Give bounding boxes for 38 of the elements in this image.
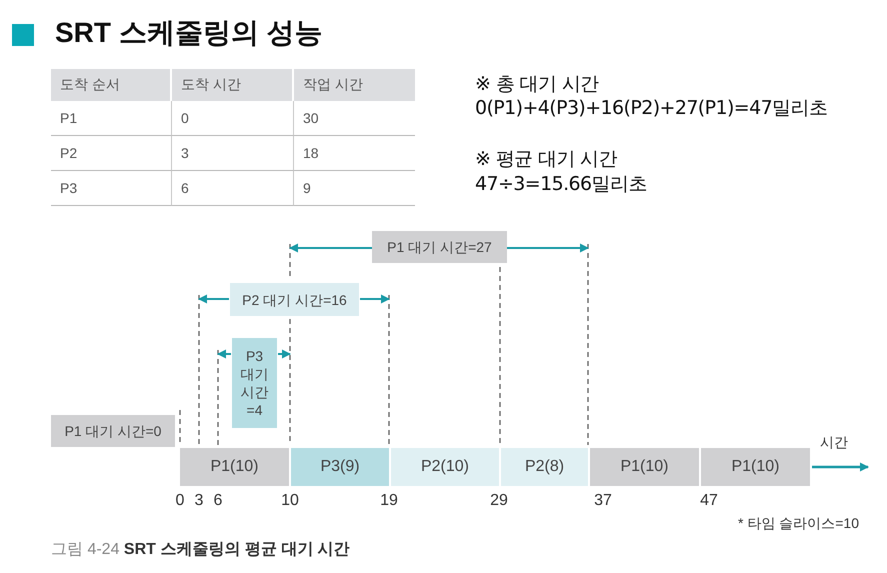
figure-caption: 그림 4-24 SRT 스케줄링의 평균 대기 시간: [51, 540, 350, 560]
tick-label: 6: [214, 491, 222, 511]
tick-label: 47: [700, 491, 718, 511]
wait-time-box: P2 대기 시간=16: [230, 283, 359, 316]
table-cell: 30: [294, 101, 415, 136]
note-heading: ※ 총 대기 시간: [475, 72, 599, 96]
process-bar: P2(10): [391, 448, 499, 486]
table-cell: 9: [294, 171, 415, 206]
table-cell: P2: [51, 136, 172, 171]
wait-time-box: P1 대기 시간=27: [372, 231, 507, 263]
table-cell: 3: [172, 136, 294, 171]
table-cell: 6: [172, 171, 294, 206]
table-header-cell: 도착 시간: [172, 69, 294, 101]
formula-text: 0(P1)+4(P3)+16(P2)+27(P1)=47밀리초: [475, 96, 828, 120]
tick-label: 19: [380, 491, 398, 511]
process-bar: P1(10): [590, 448, 699, 486]
table-cell: 18: [294, 136, 415, 171]
note-heading: ※ 평균 대기 시간: [475, 147, 618, 171]
title: SRT 스케줄링의 성능: [55, 16, 323, 50]
wait-time-box: P1 대기 시간=0: [51, 415, 175, 447]
wait-time-box: P3 대기 시간 =4: [232, 338, 277, 428]
table-cell: P1: [51, 101, 172, 136]
table-header-cell: 도착 순서: [51, 69, 172, 101]
footnote: * 타임 슬라이스=10: [738, 514, 859, 532]
process-bar: P2(8): [501, 448, 588, 486]
table-cell: 0: [172, 101, 294, 136]
process-bar: P1(10): [701, 448, 810, 486]
axis-label: 시간: [820, 433, 848, 451]
tick-label: 3: [194, 491, 204, 511]
process-bar: P3(9): [291, 448, 389, 486]
tick-label: 37: [594, 491, 612, 511]
table-cell: P3: [51, 171, 172, 206]
process-bar: P1(10): [180, 448, 289, 486]
tick-label: 10: [281, 491, 299, 511]
formula-text: 47÷3=15.66밀리초: [475, 172, 647, 196]
tick-label: 29: [490, 491, 508, 511]
table-header-cell: 작업 시간: [294, 69, 415, 101]
tick-label: 0: [176, 491, 184, 511]
